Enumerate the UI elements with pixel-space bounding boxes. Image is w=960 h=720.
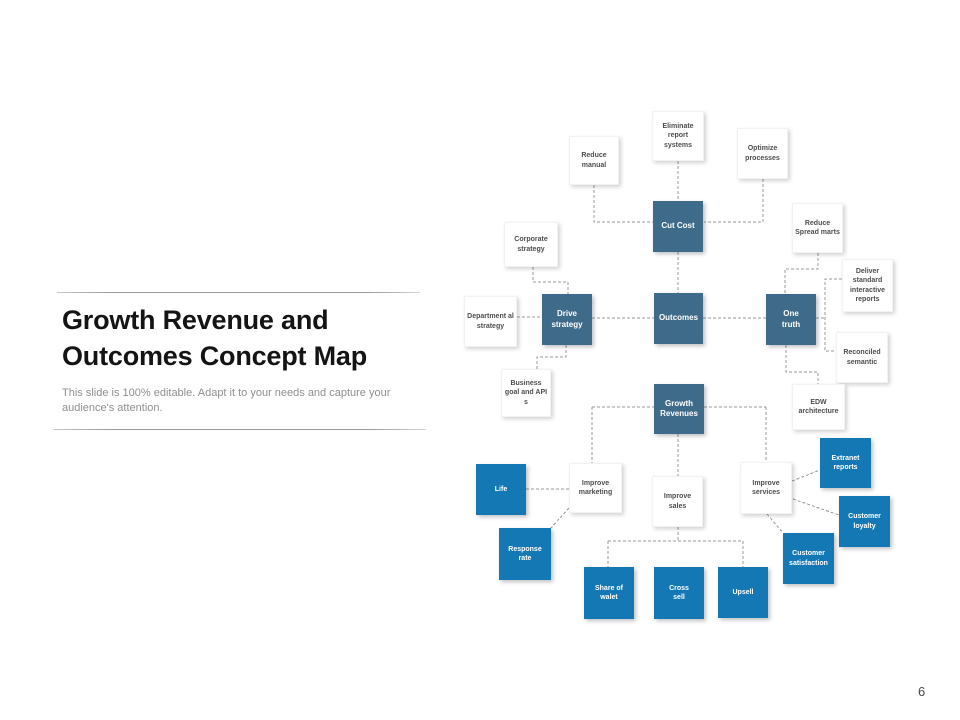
node-cut-cost[interactable]: Cut Cost [653, 201, 703, 252]
node-deliver-standard-interactive-reports[interactable]: Deliver standard interactive reports [842, 259, 893, 312]
node-label: Extranet reports [831, 454, 860, 471]
node-upsell[interactable]: Upsell [718, 567, 768, 618]
node-label: Business goal and API s [504, 380, 548, 406]
node-outcomes[interactable]: Outcomes [654, 293, 703, 344]
node-label: Eliminate report systems [662, 123, 694, 149]
connector [792, 498, 840, 516]
node-customer-satisfaction[interactable]: Customer satisfaction [783, 533, 834, 584]
connector [550, 507, 570, 529]
node-label: Response rate [508, 545, 542, 562]
node-label: Department al strategy [467, 313, 514, 330]
page-number: 6 [918, 684, 926, 699]
node-label: Cut Cost [661, 221, 695, 231]
page-title-line2: Outcomes Concept Map [62, 341, 368, 371]
node-improve-sales[interactable]: Improve sales [652, 476, 703, 527]
node-response-rate[interactable]: Response rate [499, 528, 551, 580]
connector [791, 469, 821, 482]
connector [784, 253, 819, 294]
node-eliminate-report-systems[interactable]: Eliminate report systems [652, 111, 704, 161]
node-customer-loyalty[interactable]: Customer loyalty [839, 496, 890, 547]
node-label: Customer loyalty [848, 513, 881, 530]
node-one-truth[interactable]: One truth [766, 294, 816, 345]
node-improve-services[interactable]: Improve services [740, 462, 792, 514]
page-subtitle: This slide is 100% editable. Adapt it to… [62, 387, 391, 414]
node-growth-revenues[interactable]: Growth Revenues [654, 384, 704, 434]
connector [704, 179, 764, 223]
node-label: Optimize processes [745, 145, 780, 162]
node-label: Reduce Spread marts [795, 219, 840, 236]
node-reconciled-semantic[interactable]: Reconciled semantic [836, 332, 888, 383]
page-title: Growth Revenue and Outcomes Concept Map [62, 302, 367, 374]
node-improve-marketing[interactable]: Improve marketing [569, 463, 622, 513]
node-label: Life [494, 485, 508, 493]
node-optimize-processes[interactable]: Optimize processes [737, 128, 788, 179]
node-label: Corporate strategy [514, 236, 548, 253]
connector [785, 345, 819, 384]
node-label: Outcomes [658, 313, 699, 323]
node-reduce-spread-marts[interactable]: Reduce Spread marts [792, 203, 843, 253]
connector [532, 267, 569, 294]
node-share-of-walet[interactable]: Share of walet [584, 567, 634, 619]
bottom-divider-line [53, 429, 426, 430]
node-label: Improve marketing [578, 479, 613, 496]
node-drive-strategy[interactable]: Drive strategy [542, 294, 592, 345]
node-cross-sell[interactable]: Cross sell [654, 567, 704, 619]
node-label: Improve sales [663, 493, 692, 510]
connector [536, 345, 567, 369]
node-extranet-reports[interactable]: Extranet reports [820, 438, 871, 488]
node-label: Share of walet [594, 584, 623, 601]
node-label: Improve services [751, 479, 781, 496]
node-label: Reconciled semantic [843, 349, 881, 366]
node-label: EDW architecture [798, 398, 839, 415]
top-divider-line [57, 292, 420, 293]
node-label: Reduce manual [581, 152, 607, 169]
connector [593, 185, 653, 223]
node-label: Drive strategy [551, 309, 583, 329]
node-label: Deliver standard interactive reports [849, 268, 886, 303]
node-business-goal-and-apis[interactable]: Business goal and API s [501, 369, 551, 417]
node-label: Upsell [732, 588, 754, 596]
connector [766, 513, 784, 534]
node-reduce-manual[interactable]: Reduce manual [569, 136, 619, 185]
node-label: Cross sell [669, 584, 689, 601]
node-life[interactable]: Life [476, 464, 526, 515]
connector [824, 278, 842, 352]
node-label: Customer satisfaction [789, 550, 828, 567]
node-label: Growth Revenues [660, 398, 698, 418]
node-corporate-strategy[interactable]: Corporate strategy [504, 222, 558, 267]
node-edw-architecture[interactable]: EDW architecture [792, 384, 845, 430]
node-departmental-strategy[interactable]: Department al strategy [464, 296, 517, 347]
node-label: One truth [781, 309, 801, 329]
page-title-line1: Growth Revenue and [62, 305, 329, 335]
